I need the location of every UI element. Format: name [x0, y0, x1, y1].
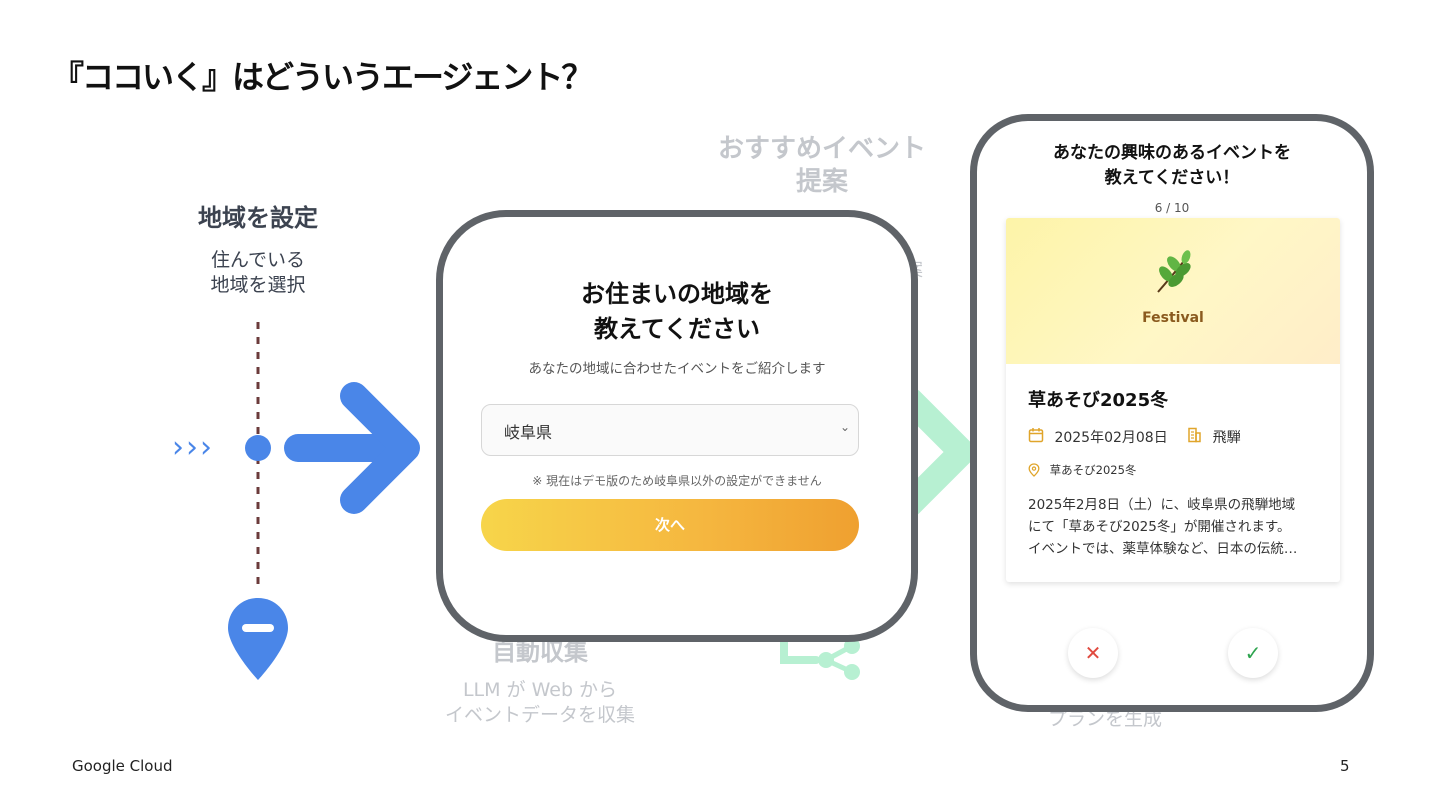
faded-green-arrow-icon: [900, 387, 975, 517]
building-icon: [1186, 427, 1202, 447]
interest-select-screen: あなたの興味のあるイベントを 教えてください！ 6 / 10 Festival …: [970, 114, 1374, 712]
progress-counter: 6 / 10: [1154, 201, 1190, 215]
region-screen-title-line1: お住まいの地域を: [581, 280, 773, 308]
region-screen-subtitle: あなたの地域に合わせたイベントをご紹介します: [528, 361, 826, 377]
blue-arrow-icon: [284, 382, 420, 514]
event-category-label: Festival: [1142, 310, 1204, 326]
recommend-step-title: おすすめイベント 提案: [700, 133, 944, 199]
interest-screen-title-line2: 教えてください！: [1104, 168, 1240, 188]
demo-note: ※ 現在はデモ版のため岐阜県以外の設定ができません: [532, 474, 822, 488]
event-date: 2025年02月08日: [1054, 430, 1168, 446]
prefecture-select[interactable]: 岐阜県 ⌄: [481, 404, 859, 456]
recommend-step-title-line1: おすすめイベント: [717, 134, 926, 164]
plan-step-desc: プランを生成: [1047, 708, 1162, 730]
event-name: 草あそび2025冬: [1028, 390, 1169, 411]
page-number: 5: [1340, 757, 1350, 775]
collect-step-desc: LLM が Web から イベントデータを収集: [420, 678, 660, 728]
region-step-desc: 住んでいる 地域を選択: [130, 248, 386, 298]
collect-step-title: 自動収集: [492, 638, 588, 666]
location-icon: [1028, 463, 1040, 477]
faded-share-icon: [780, 636, 860, 680]
region-screen-title: お住まいの地域を 教えてください: [443, 277, 911, 347]
interest-screen-title: あなたの興味のあるイベントを 教えてください！: [977, 141, 1367, 191]
collect-step-desc-line2: イベントデータを収集: [444, 704, 635, 726]
event-area: 飛騨: [1212, 430, 1241, 446]
event-location: 草あそび2025冬: [1049, 463, 1137, 477]
timeline-dot-icon: [245, 435, 271, 461]
next-button[interactable]: 次へ: [481, 499, 859, 551]
recommend-step-title-line2: 提案: [795, 167, 848, 197]
region-screen-title-line2: 教えてください: [593, 315, 761, 343]
check-icon: ✓: [1244, 641, 1262, 665]
event-description: 2025年2月8日（土）に、岐阜県の飛騨地域 にて「草あそび2025冬」が開催さ…: [1028, 494, 1323, 560]
region-step-desc-line2: 地域を選択: [210, 274, 306, 296]
close-icon: ✕: [1084, 641, 1102, 665]
footer-brand: Google Cloud: [72, 757, 173, 775]
event-card-banner: Festival: [1006, 218, 1340, 364]
event-meta-row: 2025年02月08日 飛騨: [1028, 427, 1241, 447]
prefecture-select-value: 岐阜県: [504, 423, 553, 442]
accept-button[interactable]: ✓: [1228, 628, 1278, 678]
calendar-icon: [1028, 427, 1044, 447]
herb-icon-svg: [1157, 250, 1191, 293]
slide-title: 『ココいく』はどういうエージェント？: [52, 58, 593, 96]
region-step-title: 地域を設定: [198, 204, 318, 232]
region-step-desc-line1: 住んでいる: [210, 249, 306, 271]
interest-screen-title-line1: あなたの興味のあるイベントを: [1053, 143, 1291, 163]
event-description-line3: イベントでは、薬草体験など、日本の伝統…: [1028, 541, 1298, 557]
location-pin-icon: [228, 598, 288, 680]
event-card[interactable]: Festival 草あそび2025冬 2025年02月08日 飛騨 草あそび20…: [1006, 218, 1340, 582]
chevrons-icon: ›››: [172, 430, 214, 465]
chevron-down-icon: ⌄: [839, 420, 850, 434]
reject-button[interactable]: ✕: [1068, 628, 1118, 678]
region-select-screen: お住まいの地域を 教えてください あなたの地域に合わせたイベントをご紹介します …: [436, 210, 918, 642]
event-description-line2: にて「草あそび2025冬」が開催されます。: [1028, 519, 1291, 535]
herb-icon: [1006, 250, 1340, 306]
event-description-line1: 2025年2月8日（土）に、岐阜県の飛騨地域: [1028, 497, 1296, 513]
event-location-row: 草あそび2025冬: [1028, 462, 1136, 478]
collect-step-desc-line1: LLM が Web から: [462, 679, 618, 701]
